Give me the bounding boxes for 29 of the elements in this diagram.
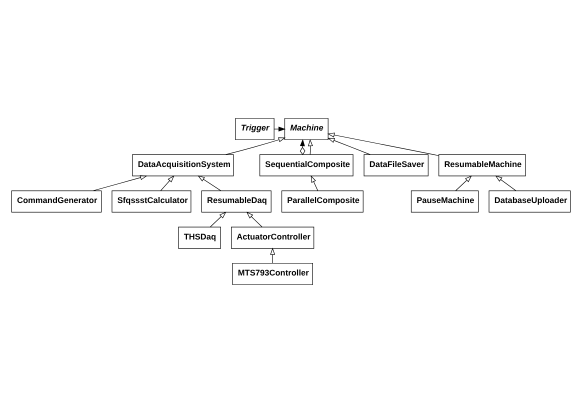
node-box: DataAcquisitionSystem <box>132 154 234 176</box>
node-box: ParallelComposite <box>282 190 364 212</box>
arrow <box>210 212 226 228</box>
node-box: THSDaq <box>178 226 221 249</box>
node-box: PauseMachine <box>410 190 479 212</box>
node-box: Trigger <box>235 118 274 140</box>
arrow <box>160 175 174 192</box>
arrow <box>310 175 318 192</box>
node-box: DataFileSaver <box>364 154 428 176</box>
node-box: ResumableMachine <box>438 154 526 176</box>
arrow <box>274 126 286 132</box>
node-box: MTS793Controller <box>232 262 313 285</box>
node-box: SequentialComposite <box>260 154 354 176</box>
node-box: SfqssstCalculator <box>112 190 192 212</box>
node-box: DatabaseUploader <box>488 190 571 212</box>
arrow <box>328 138 370 155</box>
node-box: Machine <box>284 118 328 140</box>
arrow <box>308 138 313 155</box>
node-box: ResumableDaq <box>201 190 272 212</box>
node-box: CommandGenerator <box>11 190 102 212</box>
node-box: ActuatorController <box>231 226 314 249</box>
arrow <box>327 132 439 156</box>
arrow <box>495 175 516 192</box>
arrow <box>92 175 148 192</box>
arrow <box>246 212 262 228</box>
arrow <box>300 138 306 156</box>
arrow <box>455 175 472 192</box>
arrow <box>198 176 222 192</box>
arrow <box>226 137 286 155</box>
